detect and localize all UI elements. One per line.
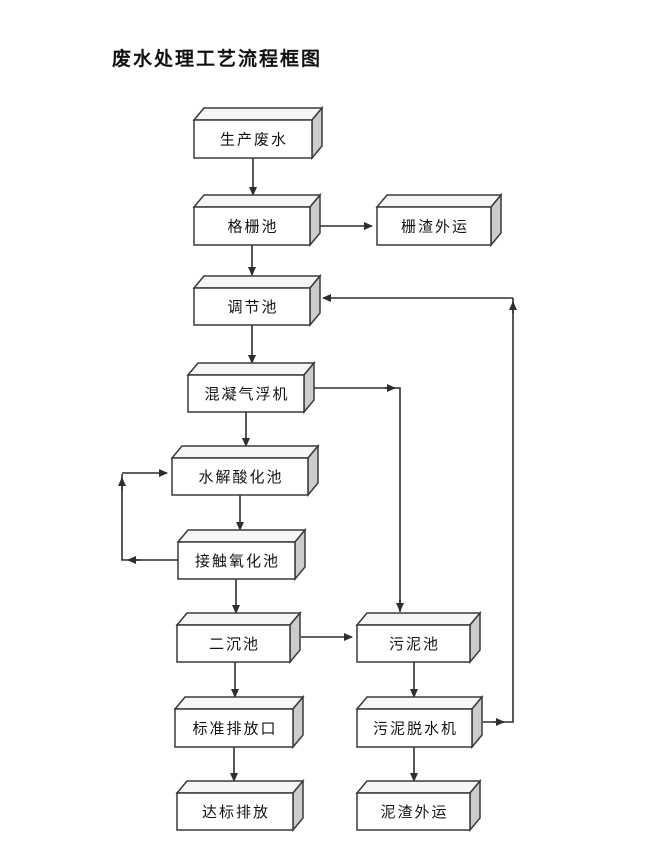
node-label-grid-residue-out: 栅渣外运 bbox=[401, 219, 469, 236]
box-front-face bbox=[356, 792, 471, 831]
node-label-regulating-pool: 调节池 bbox=[227, 299, 278, 316]
node-label-grid-pool: 格栅池 bbox=[227, 219, 278, 236]
box-front-face bbox=[376, 206, 492, 246]
node-sludge-residue-out: 泥渣外运 bbox=[355, 778, 482, 833]
node-label-standard-discharge-outlet: 标准排放口 bbox=[192, 721, 277, 738]
node-label-secondary-sedimentation-pool: 二沉池 bbox=[209, 636, 260, 653]
box-top-face bbox=[192, 107, 324, 121]
box-front-face bbox=[356, 708, 473, 748]
node-label-sludge-dewatering-machine: 污泥脱水机 bbox=[373, 721, 458, 738]
box-top-face bbox=[170, 445, 320, 459]
node-label-production-wastewater: 生产废水 bbox=[220, 132, 288, 149]
box-top-face bbox=[355, 612, 482, 626]
node-contact-oxidation-pool: 接触氧化池 bbox=[176, 527, 307, 582]
node-grid-pool: 格栅池 bbox=[192, 192, 322, 248]
box-top-face bbox=[173, 696, 305, 710]
box-top-face bbox=[175, 612, 302, 626]
node-label-contact-oxidation-pool: 接触氧化池 bbox=[195, 553, 280, 570]
box-top-face bbox=[355, 780, 482, 794]
node-sludge-pool: 污泥池 bbox=[355, 610, 482, 665]
flow-connector bbox=[483, 298, 514, 723]
node-sludge-dewatering-machine: 污泥脱水机 bbox=[355, 694, 484, 750]
node-coagulation-air-flotation: 混凝气浮机 bbox=[186, 360, 316, 415]
node-grid-residue-out: 栅渣外运 bbox=[375, 192, 503, 248]
node-standard-discharge: 达标排放 bbox=[175, 778, 305, 833]
box-front-face bbox=[193, 119, 313, 159]
box-front-face bbox=[187, 374, 305, 413]
node-label-sludge-residue-out: 泥渣外运 bbox=[380, 804, 448, 821]
box-front-face bbox=[174, 708, 294, 748]
node-regulating-pool: 调节池 bbox=[192, 273, 322, 328]
page-title: 废水处理工艺流程框图 bbox=[112, 49, 323, 70]
node-label-hydrolysis-acidification-pool: 水解酸化池 bbox=[198, 469, 283, 486]
box-front-face bbox=[177, 541, 296, 580]
flow-connector bbox=[121, 474, 178, 561]
box-front-face bbox=[356, 624, 471, 663]
box-top-face bbox=[355, 696, 484, 710]
box-top-face bbox=[192, 275, 322, 289]
node-label-standard-discharge: 达标排放 bbox=[202, 804, 270, 821]
box-front-face bbox=[193, 206, 311, 246]
box-top-face bbox=[176, 529, 307, 543]
box-front-face bbox=[193, 287, 311, 326]
node-secondary-sedimentation-pool: 二沉池 bbox=[175, 610, 302, 665]
box-top-face bbox=[175, 780, 305, 794]
node-standard-discharge-outlet: 标准排放口 bbox=[173, 694, 305, 750]
box-front-face bbox=[171, 457, 309, 496]
node-label-sludge-pool: 污泥池 bbox=[389, 636, 440, 653]
node-production-wastewater: 生产废水 bbox=[192, 105, 324, 161]
arrows-layer bbox=[118, 158, 517, 782]
box-front-face bbox=[176, 792, 294, 831]
node-label-coagulation-air-flotation: 混凝气浮机 bbox=[204, 386, 289, 403]
box-top-face bbox=[186, 362, 316, 376]
box-top-face bbox=[375, 194, 503, 208]
node-hydrolysis-acidification-pool: 水解酸化池 bbox=[170, 443, 320, 498]
flow-connector bbox=[314, 387, 401, 612]
box-top-face bbox=[192, 194, 322, 208]
box-front-face bbox=[176, 624, 291, 663]
